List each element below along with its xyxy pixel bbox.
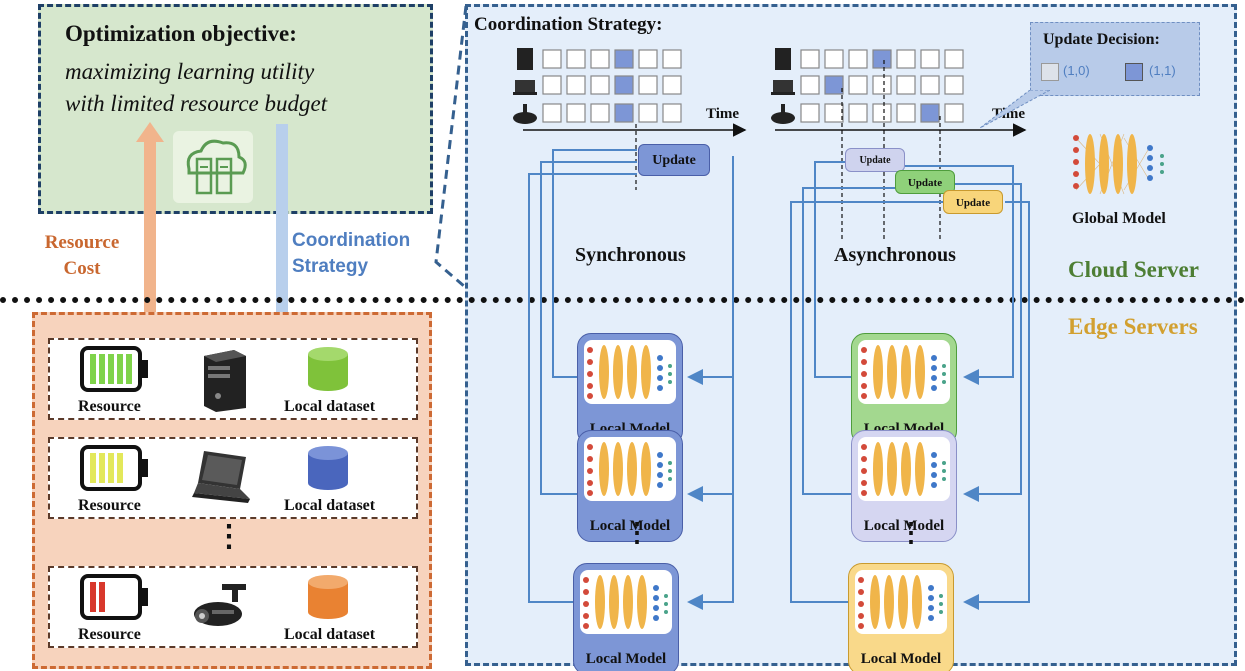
neural-network-icon — [584, 340, 676, 404]
local-dataset-label: Local dataset — [284, 398, 376, 415]
resource-cost-line-1: Resource — [44, 232, 120, 253]
battery-icon — [80, 574, 150, 620]
local-dataset-label: Local dataset — [284, 497, 376, 514]
decision-on-swatch — [1125, 63, 1143, 81]
server-tower-icon — [198, 348, 250, 412]
local-model-label: Local Model — [863, 518, 945, 534]
cloud-edge-separator — [0, 297, 1245, 303]
synchronous-label: Synchronous — [575, 244, 686, 266]
resource-cost-line-2: Cost — [63, 258, 101, 279]
sync-time-label: Time — [706, 106, 740, 122]
async-update-box-3: Update — [943, 190, 1003, 214]
local-model-card: Local Model — [577, 333, 683, 445]
local-model-label: Local Model — [589, 518, 671, 534]
device-row: Resource Local dataset — [48, 437, 418, 519]
async-timeline — [771, 48, 1027, 137]
device-row: Resource Local dataset — [48, 566, 418, 648]
coordination-strategy-label: Coordination Strategy — [292, 230, 410, 278]
devices-ellipsis: ⋮ — [214, 520, 244, 553]
coordination-strategy-line-2: Strategy — [292, 256, 369, 277]
decision-on-label: (1,1) — [1149, 63, 1176, 78]
local-dataset-label: Local dataset — [284, 626, 376, 643]
local-model-card: Local Model — [848, 563, 954, 671]
resource-label: Resource — [78, 497, 141, 514]
battery-icon — [80, 445, 150, 491]
device-row: Resource Local dataset — [48, 338, 418, 420]
coordination-strategy-title: Coordination Strategy: — [474, 14, 663, 35]
local-model-card: Local Model — [577, 430, 683, 542]
resource-label: Resource — [78, 626, 141, 643]
cloud-server-label: Cloud Server — [1068, 257, 1199, 282]
optimization-objective-box: Optimization objective: maximizing learn… — [38, 4, 433, 214]
local-model-card: Local Model — [851, 430, 957, 542]
resource-cost-label: Resource Cost — [34, 232, 130, 280]
dataset-cylinder-icon — [306, 346, 350, 392]
dataset-cylinder-icon — [306, 445, 350, 491]
async-ellipsis: ⋮ — [898, 518, 924, 547]
neural-network-icon — [580, 570, 672, 634]
callout-connector — [434, 5, 468, 288]
coordination-strategy-line-1: Coordination — [292, 230, 411, 251]
async-update-box-1: Update — [845, 148, 905, 172]
sync-update-box: Update — [638, 144, 710, 176]
objective-line-2: with limited resource budget — [65, 91, 328, 116]
objective-line-1: maximizing learning utility — [65, 59, 315, 84]
update-decision-title: Update Decision: — [1043, 31, 1160, 48]
edge-servers-label: Edge Servers — [1068, 314, 1198, 339]
resource-label: Resource — [78, 398, 141, 415]
neural-network-icon — [584, 437, 676, 501]
async-time-label: Time — [992, 106, 1026, 122]
objective-title: Optimization objective: — [65, 21, 297, 46]
local-model-label: Local Model — [585, 651, 667, 667]
local-model-label: Local Model — [860, 651, 942, 667]
laptop-icon — [190, 449, 252, 507]
cloud-server-icon — [171, 129, 255, 205]
neural-network-icon — [858, 437, 950, 501]
update-decision-legend: Update Decision: (1,0) (1,1) — [1030, 22, 1200, 96]
coordination-diagram — [513, 48, 1030, 610]
local-model-card: Local Model — [851, 333, 957, 445]
dataset-cylinder-icon — [306, 574, 350, 620]
sync-ellipsis: ⋮ — [624, 518, 650, 547]
global-model-label: Global Model — [1072, 210, 1166, 227]
decision-off-swatch — [1041, 63, 1059, 81]
neural-network-icon — [855, 570, 947, 634]
decision-off-label: (1,0) — [1063, 63, 1090, 78]
local-model-card: Local Model — [573, 563, 679, 671]
legend-pointer — [980, 90, 1050, 129]
battery-icon — [80, 346, 150, 392]
neural-network-icon — [858, 340, 950, 404]
sync-timeline — [513, 48, 747, 137]
asynchronous-label: Asynchronous — [834, 244, 956, 266]
camera-icon — [192, 582, 254, 634]
vertical-arrows — [136, 122, 296, 340]
global-model-network-icon — [1070, 128, 1166, 200]
